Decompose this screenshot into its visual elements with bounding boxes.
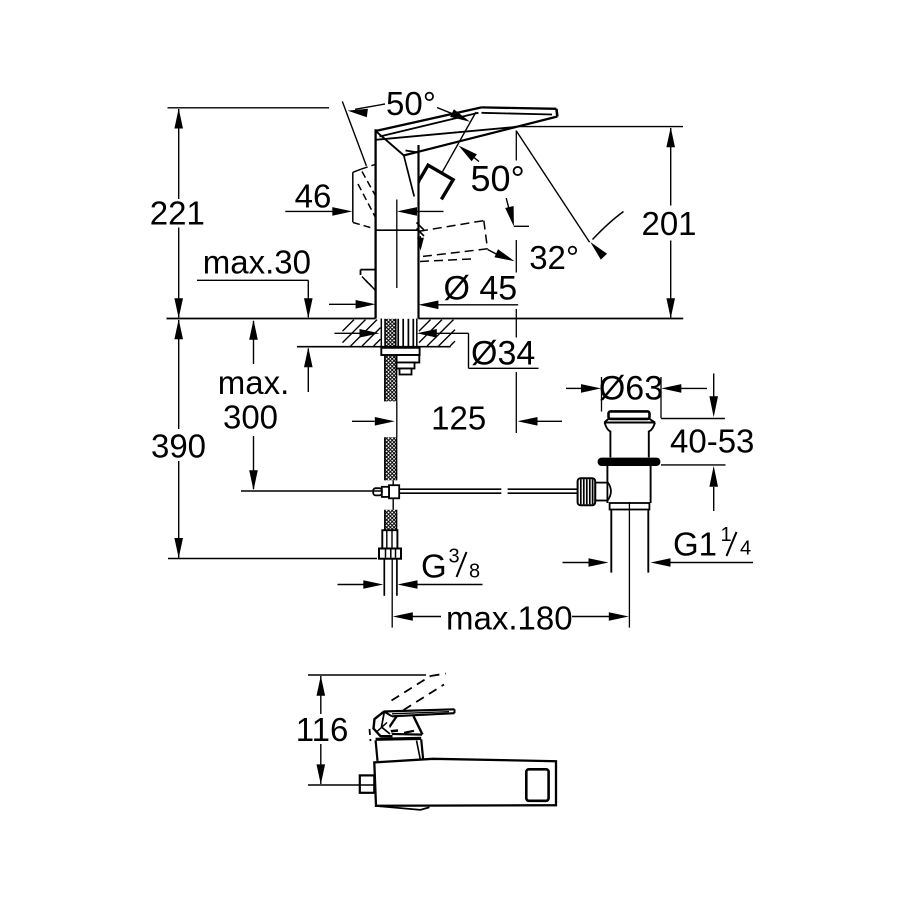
svg-text:max.30: max.30 <box>203 243 311 280</box>
svg-text:50°: 50° <box>471 158 525 199</box>
svg-text:8: 8 <box>469 561 480 583</box>
svg-text:G1: G1 <box>673 525 717 562</box>
svg-text:Ø34: Ø34 <box>471 335 535 373</box>
svg-text:390: 390 <box>151 428 206 465</box>
svg-text:32°: 32° <box>529 239 579 276</box>
svg-text:50°: 50° <box>386 85 436 122</box>
svg-text:max.180: max.180 <box>446 600 573 637</box>
svg-text:max.: max. <box>218 364 290 401</box>
svg-text:201: 201 <box>641 205 696 242</box>
svg-text:125: 125 <box>431 400 486 437</box>
svg-text:300: 300 <box>223 399 278 436</box>
svg-text:4: 4 <box>740 538 751 560</box>
svg-text:Ø63: Ø63 <box>599 369 663 407</box>
svg-text:1: 1 <box>720 524 731 546</box>
svg-text:G: G <box>421 548 447 585</box>
svg-text:3: 3 <box>448 546 459 568</box>
svg-text:221: 221 <box>150 195 205 232</box>
svg-text:46: 46 <box>295 178 332 215</box>
svg-text:116: 116 <box>296 711 349 748</box>
svg-text:Ø 45: Ø 45 <box>444 270 518 308</box>
svg-text:40-53: 40-53 <box>670 423 754 460</box>
